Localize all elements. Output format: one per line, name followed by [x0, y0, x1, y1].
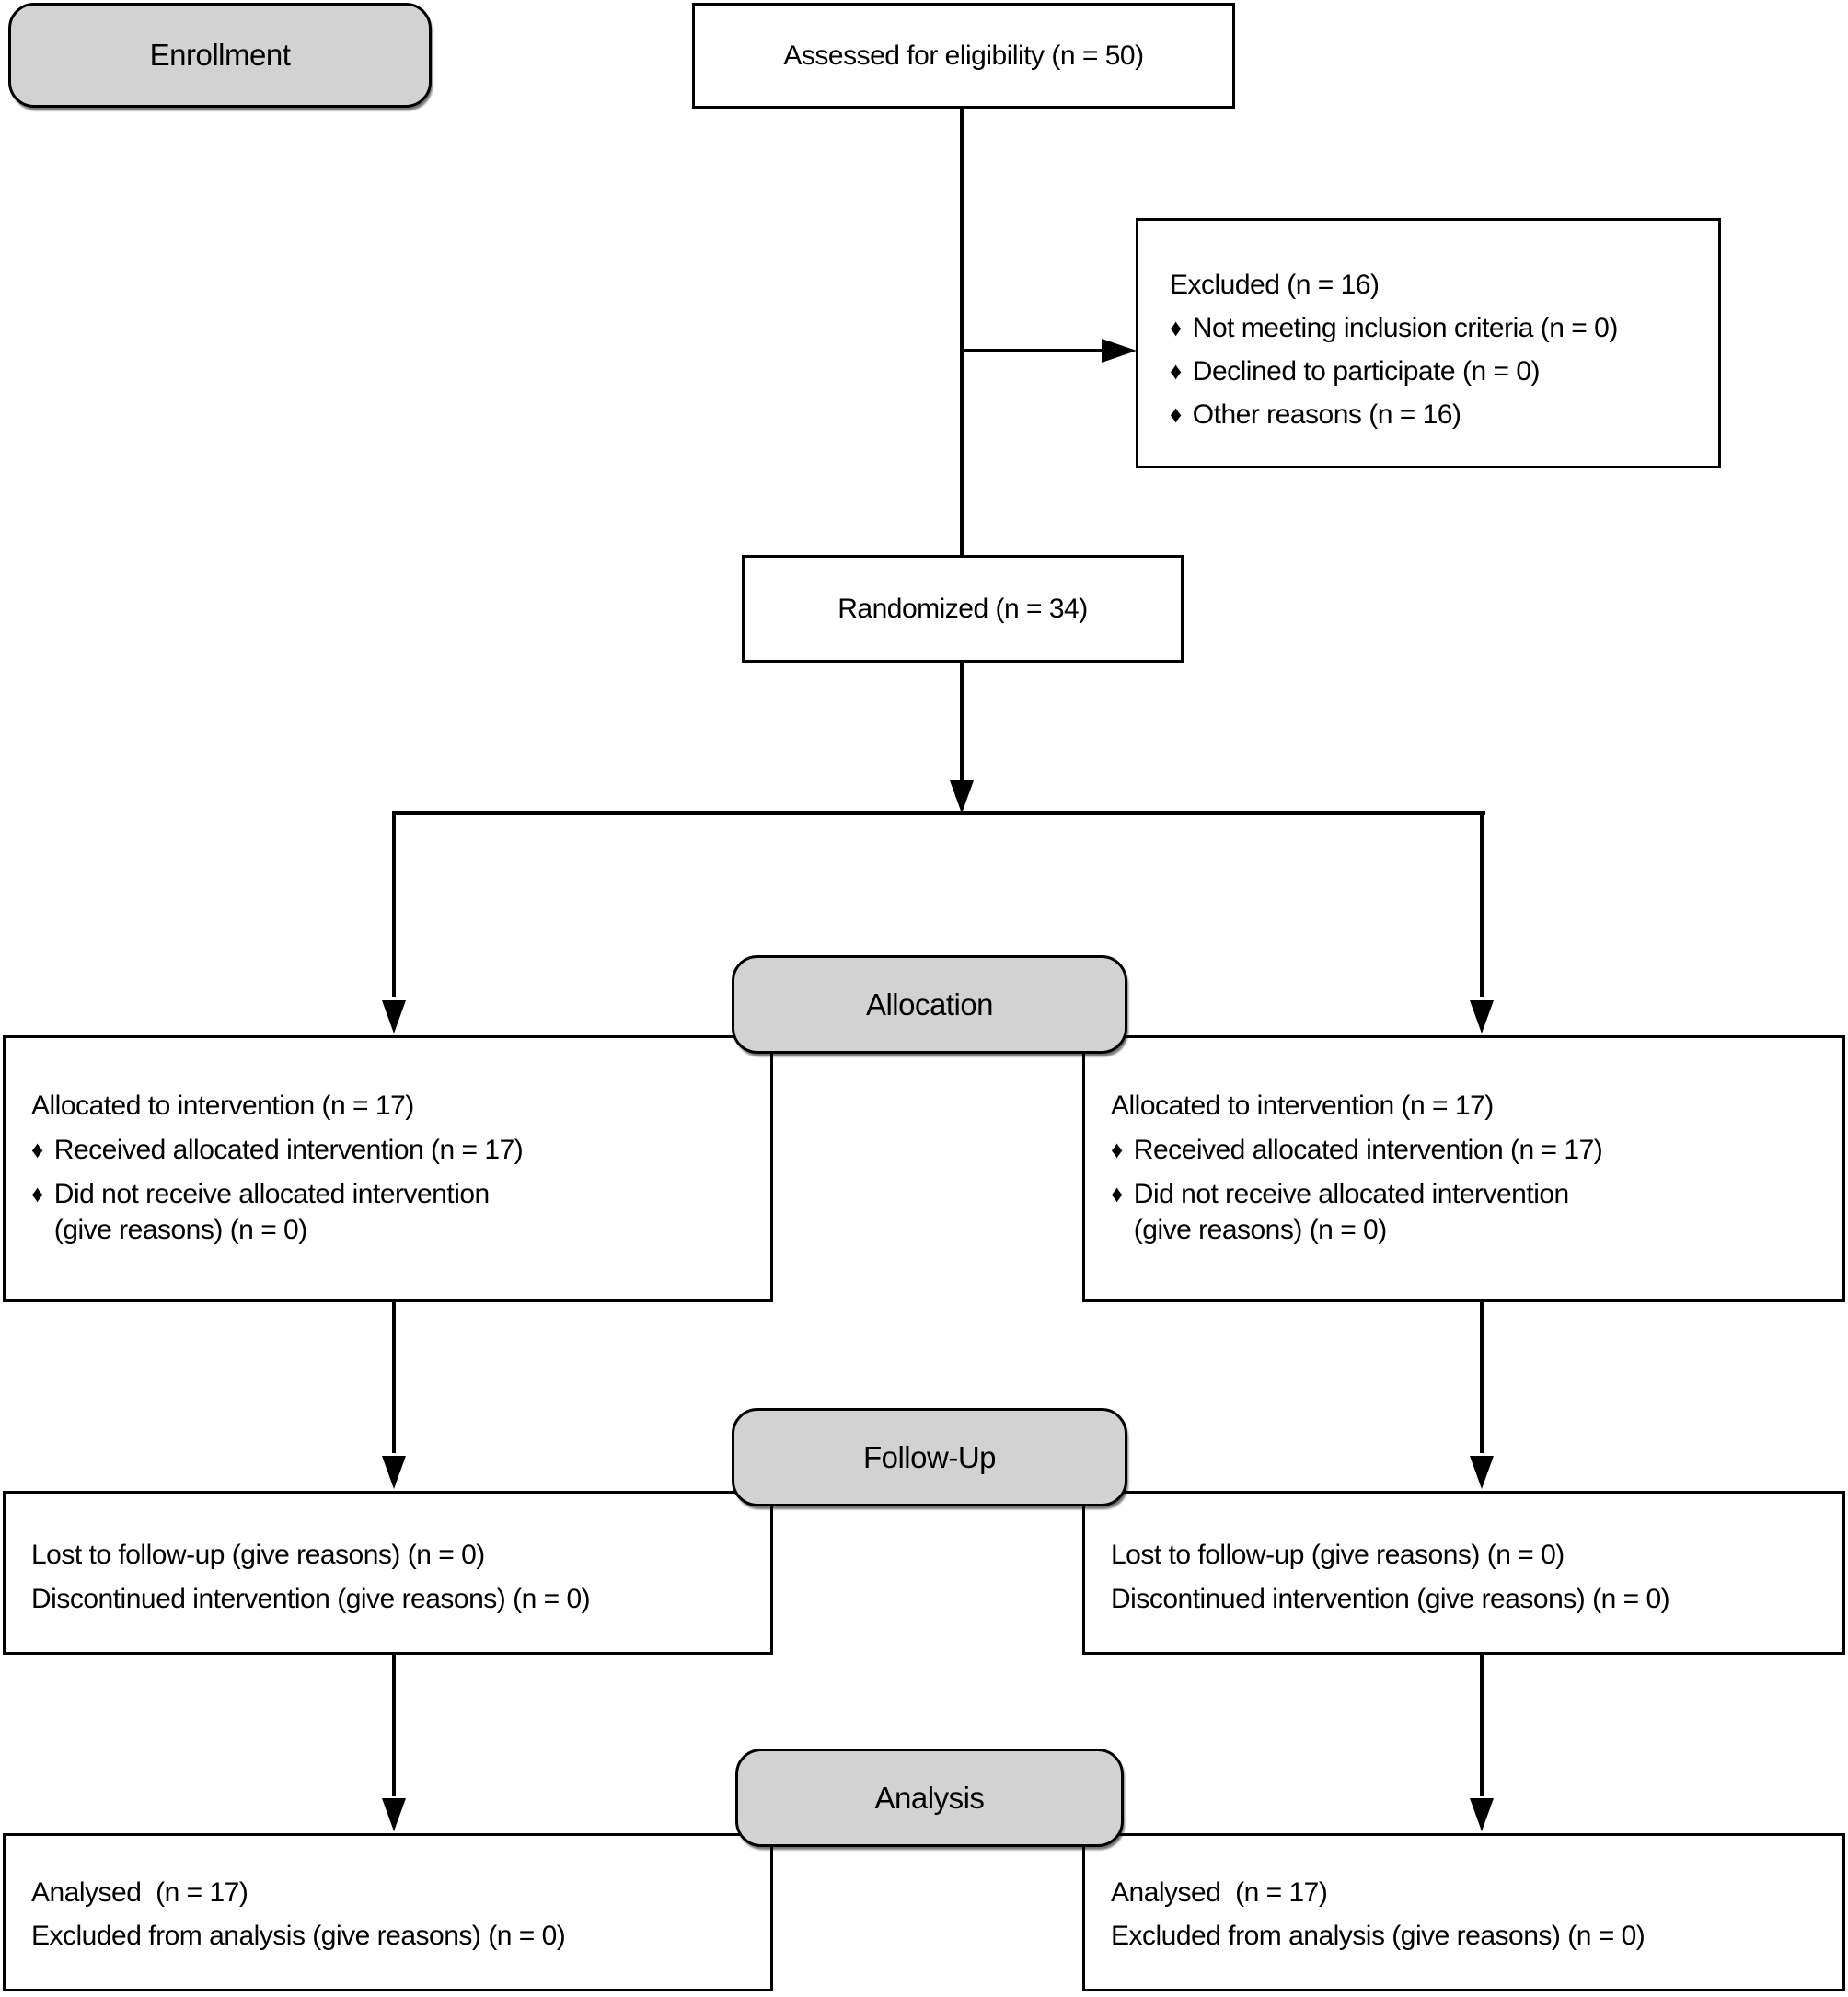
excluded-item-text: Other reasons (n = 16): [1192, 399, 1461, 430]
followup-stage-pill: Follow-Up: [732, 1408, 1127, 1506]
analysis-left-line: Analysed (n = 17): [31, 1877, 248, 1908]
assessed-eligibility-text: Assessed for eligibility (n = 50): [783, 40, 1144, 71]
analysis-right-line: Analysed (n = 17): [1111, 1877, 1328, 1908]
down-arrowhead-icon: [382, 1000, 406, 1033]
assessed-eligibility-box: Assessed for eligibility (n = 50): [692, 3, 1235, 109]
analysis-stage-label: Analysis: [874, 1780, 985, 1815]
allocation-stage-label: Allocation: [865, 987, 994, 1022]
analysis-right-line: Excluded from analysis (give reasons) (n…: [1111, 1921, 1646, 1951]
excluded-title: Excluded (n = 16): [1170, 270, 1380, 300]
line-allocated-to-followup-right: [1480, 1300, 1484, 1453]
line-to-excluded: [962, 349, 1104, 352]
diamond-bullet-icon: ♦: [1111, 1136, 1123, 1163]
followup-left-content: Lost to follow-up (give reasons) (n = 0)…: [6, 1494, 770, 1617]
allocated-right-item-text: Did not receive allocated intervention (…: [1133, 1179, 1569, 1245]
analysis-stage-pill: Analysis: [735, 1749, 1124, 1847]
followup-right-content: Lost to follow-up (give reasons) (n = 0)…: [1085, 1494, 1842, 1617]
allocated-left-box: Allocated to intervention (n = 17) ♦ Rec…: [3, 1035, 773, 1302]
excluded-item-text: Not meeting inclusion criteria (n = 0): [1192, 313, 1619, 343]
allocation-stage-pill: Allocation: [732, 955, 1127, 1054]
line-followup-to-analysis-left: [392, 1653, 396, 1796]
down-arrowhead-icon: [950, 780, 974, 814]
excluded-box: Excluded (n = 16) ♦ Not meeting inclusio…: [1136, 218, 1721, 468]
analysis-left-line: Excluded from analysis (give reasons) (n…: [31, 1921, 566, 1951]
followup-right-line: Lost to follow-up (give reasons) (n = 0): [1111, 1540, 1565, 1570]
line-randomized-to-branch: [960, 661, 964, 782]
excluded-item: ♦ Other reasons (n = 16): [1170, 397, 1709, 433]
allocated-right-item: ♦ Did not receive allocated intervention…: [1111, 1176, 1831, 1248]
diamond-bullet-icon: ♦: [1170, 400, 1182, 428]
line-followup-to-analysis-right: [1480, 1653, 1484, 1796]
analysis-left-content: Analysed (n = 17) Excluded from analysis…: [6, 1836, 770, 1954]
excluded-content: Excluded (n = 16) ♦ Not meeting inclusio…: [1138, 221, 1718, 433]
allocated-right-content: Allocated to intervention (n = 17) ♦ Rec…: [1085, 1038, 1842, 1248]
branch-line: [392, 811, 1485, 815]
down-arrowhead-icon: [1470, 1456, 1494, 1489]
down-arrowhead-icon: [1470, 1798, 1494, 1831]
line-assessed-to-randomized: [960, 107, 964, 557]
line-branch-to-allocated-left: [392, 813, 396, 997]
allocated-left-content: Allocated to intervention (n = 17) ♦ Rec…: [6, 1038, 770, 1248]
followup-stage-label: Follow-Up: [862, 1439, 997, 1474]
diamond-bullet-icon: ♦: [1170, 314, 1182, 341]
excluded-item: ♦ Declined to participate (n = 0): [1170, 353, 1709, 389]
allocated-left-item: ♦ Did not receive allocated intervention…: [31, 1176, 759, 1248]
allocated-right-item: ♦ Received allocated intervention (n = 1…: [1111, 1132, 1831, 1168]
down-arrowhead-icon: [382, 1798, 406, 1831]
randomized-box: Randomized (n = 34): [742, 555, 1184, 663]
followup-left-box: Lost to follow-up (give reasons) (n = 0)…: [3, 1491, 773, 1655]
enrollment-stage-pill: Enrollment: [8, 3, 432, 108]
analysis-right-box: Analysed (n = 17) Excluded from analysis…: [1082, 1833, 1845, 1991]
down-arrowhead-icon: [382, 1456, 406, 1489]
enrollment-stage-label: Enrollment: [149, 38, 291, 72]
line-branch-to-allocated-right: [1480, 813, 1484, 997]
diamond-bullet-icon: ♦: [1170, 357, 1182, 385]
excluded-item: ♦ Not meeting inclusion criteria (n = 0): [1170, 310, 1709, 346]
line-allocated-to-followup-left: [392, 1300, 396, 1453]
down-arrowhead-icon: [1470, 1000, 1494, 1033]
allocated-left-item-text: Did not receive allocated intervention (…: [53, 1179, 490, 1245]
followup-right-box: Lost to follow-up (give reasons) (n = 0)…: [1082, 1491, 1845, 1655]
allocated-left-title: Allocated to intervention (n = 17): [31, 1091, 414, 1121]
right-arrowhead-icon: [1102, 339, 1137, 363]
allocated-right-box: Allocated to intervention (n = 17) ♦ Rec…: [1082, 1035, 1845, 1302]
analysis-right-content: Analysed (n = 17) Excluded from analysis…: [1085, 1836, 1842, 1954]
allocated-left-item: ♦ Received allocated intervention (n = 1…: [31, 1132, 759, 1168]
allocated-left-item-text: Received allocated intervention (n = 17): [53, 1135, 524, 1165]
excluded-item-text: Declined to participate (n = 0): [1192, 356, 1541, 387]
allocated-right-title: Allocated to intervention (n = 17): [1111, 1091, 1494, 1121]
followup-left-line: Discontinued intervention (give reasons)…: [31, 1584, 591, 1614]
diamond-bullet-icon: ♦: [31, 1180, 43, 1207]
diamond-bullet-icon: ♦: [31, 1136, 43, 1163]
randomized-text: Randomized (n = 34): [837, 594, 1088, 624]
diamond-bullet-icon: ♦: [1111, 1180, 1123, 1207]
analysis-left-box: Analysed (n = 17) Excluded from analysis…: [3, 1833, 773, 1991]
followup-left-line: Lost to follow-up (give reasons) (n = 0): [31, 1540, 485, 1570]
followup-right-line: Discontinued intervention (give reasons)…: [1111, 1584, 1670, 1614]
allocated-right-item-text: Received allocated intervention (n = 17): [1133, 1135, 1603, 1165]
